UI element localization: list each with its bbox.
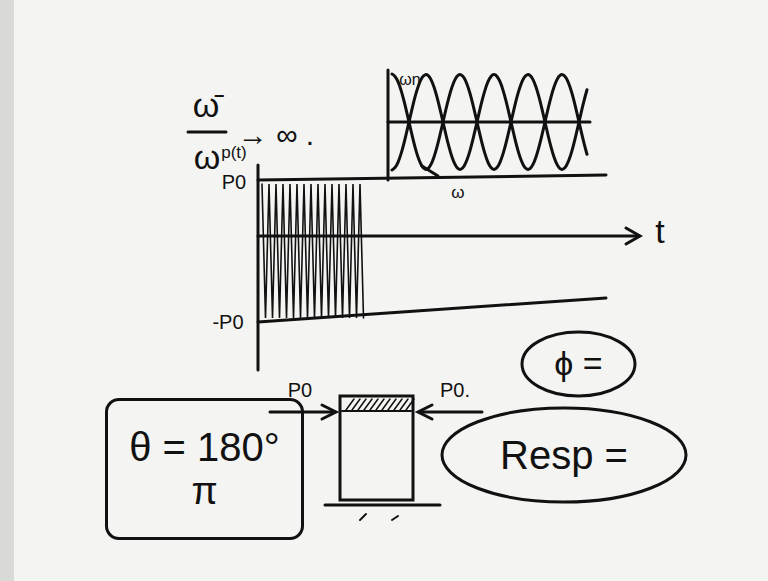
wave-label: ωn bbox=[399, 71, 420, 89]
sine-wave bbox=[392, 74, 587, 169]
wave-label: ω bbox=[451, 184, 464, 203]
node-text: π bbox=[191, 470, 217, 514]
ground-line bbox=[325, 504, 440, 507]
ellipse-outline bbox=[522, 332, 635, 396]
oscillation-hatch bbox=[262, 184, 364, 318]
force-label: P0. bbox=[440, 379, 470, 401]
axis-label: P0 bbox=[222, 171, 246, 193]
sine-wave bbox=[392, 75, 587, 170]
mass-block bbox=[340, 396, 413, 500]
response-ellipse: Resp = bbox=[440, 406, 688, 504]
envelope-line bbox=[258, 298, 606, 322]
ellipse-outline bbox=[442, 408, 686, 502]
ground-tick bbox=[360, 514, 366, 520]
force-arrow bbox=[420, 411, 482, 414]
frequency-ratio: ω bbox=[194, 139, 221, 176]
y-axis bbox=[257, 165, 260, 370]
beat-axis bbox=[388, 121, 590, 124]
fraction-bar bbox=[188, 131, 226, 134]
axis-label: p(t) bbox=[221, 144, 247, 163]
node-text: Resp = bbox=[500, 432, 628, 478]
hatch-line bbox=[342, 410, 411, 412]
answer-box: θ = 180°π bbox=[105, 398, 304, 540]
frequency-ratio: ω̄ bbox=[193, 87, 220, 124]
t-axis bbox=[258, 235, 638, 238]
axis-label: -P0 bbox=[212, 311, 243, 333]
envelope-line bbox=[258, 175, 606, 180]
board-edge bbox=[0, 0, 14, 581]
node-text: θ = 180° bbox=[129, 424, 280, 470]
hatch-mark bbox=[406, 399, 414, 410]
limit-note: → ∞ . bbox=[238, 118, 314, 151]
phase-ellipse: ϕ = bbox=[520, 330, 637, 398]
arrowhead bbox=[322, 405, 336, 419]
ground-tick bbox=[392, 516, 398, 520]
axis-label: t bbox=[655, 213, 664, 250]
arrowhead bbox=[418, 405, 432, 419]
arrowhead bbox=[626, 228, 640, 244]
node-text: ϕ = bbox=[554, 344, 602, 383]
beat-axis bbox=[387, 70, 390, 180]
